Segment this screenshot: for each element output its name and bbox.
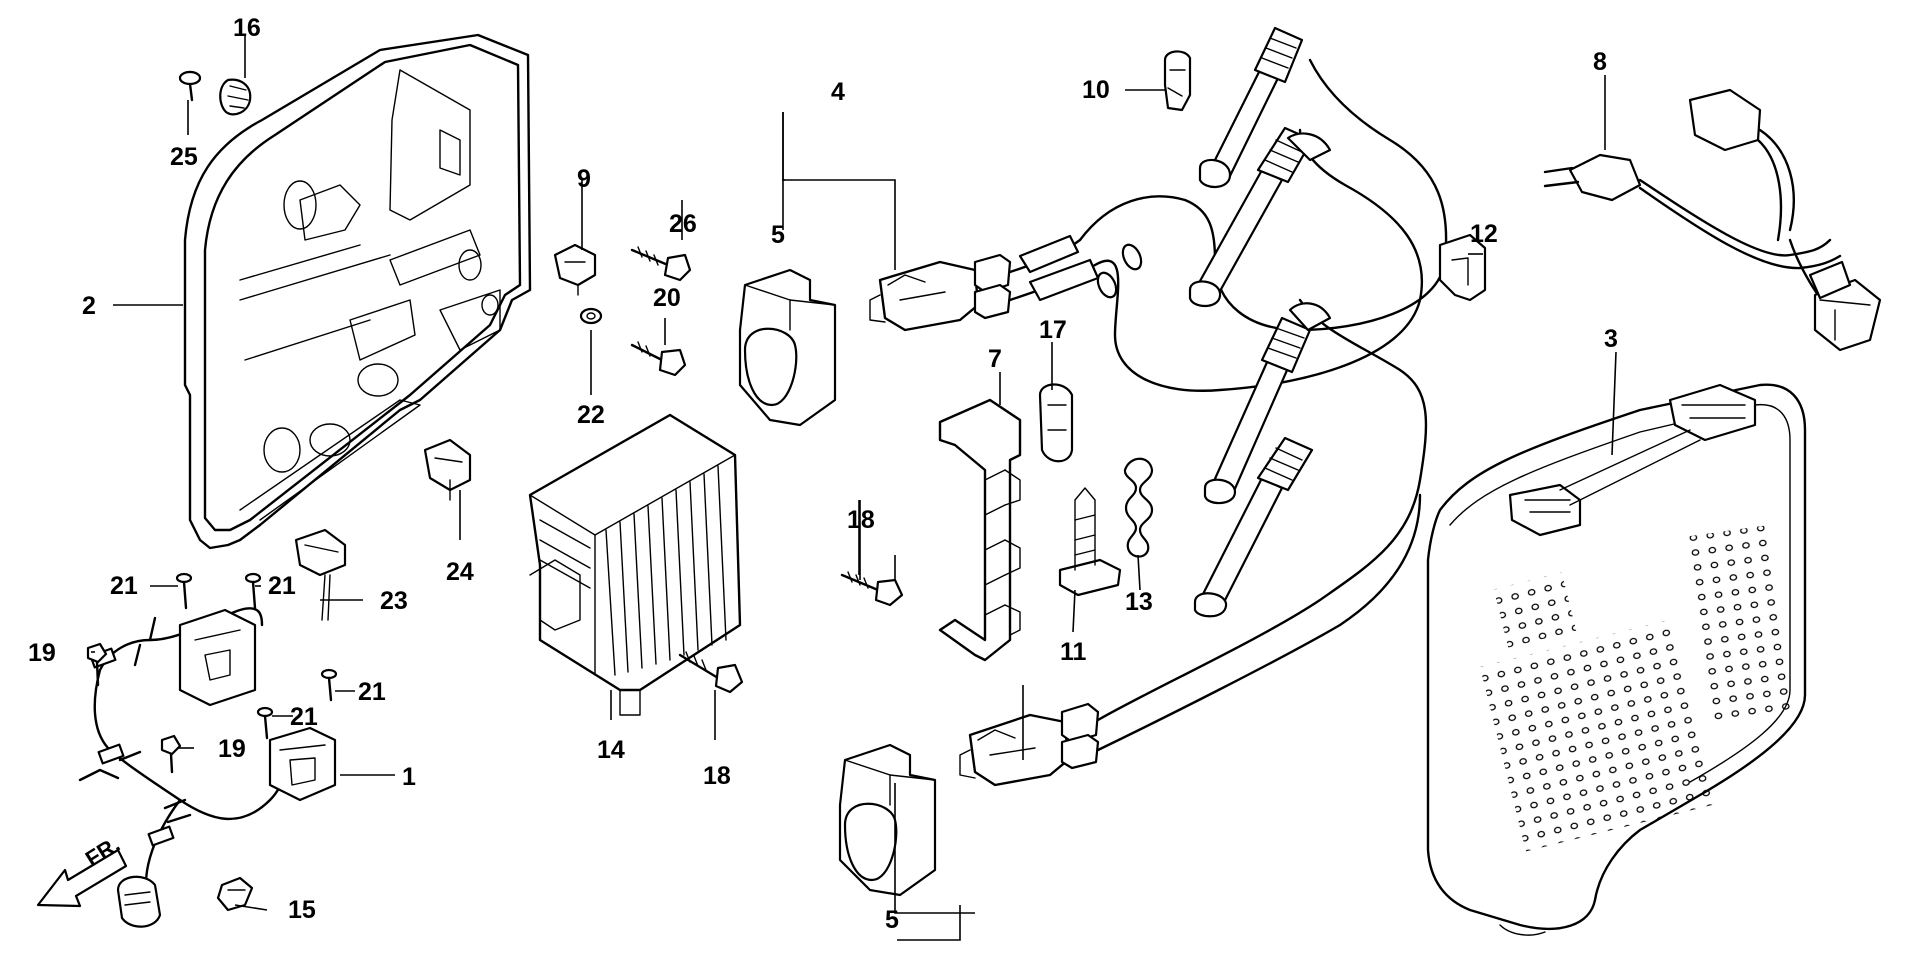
callout-19-left: 19 xyxy=(28,639,56,667)
ignition-coil-lower xyxy=(959,298,1428,787)
callout-20: 20 xyxy=(653,284,681,312)
screw-21-c xyxy=(320,668,338,702)
clamp-13 xyxy=(1123,457,1154,558)
spark-plug-boots-lower xyxy=(1193,302,1332,618)
sub-harness-assembly xyxy=(78,607,337,928)
callout-19-right: 19 xyxy=(218,735,246,763)
callout-1: 1 xyxy=(402,763,416,791)
callout-5-upper: 5 xyxy=(771,221,785,249)
screw-21-d xyxy=(256,706,274,740)
coil-holder-upper xyxy=(738,268,837,427)
ignition-coil-upper xyxy=(869,58,1448,392)
bolt-19-b xyxy=(160,734,182,774)
callout-7: 7 xyxy=(988,345,1002,373)
callout-23: 23 xyxy=(380,587,408,615)
bolt-20 xyxy=(630,341,687,377)
clip-17 xyxy=(1038,383,1074,463)
coil-holder-lower xyxy=(838,743,937,897)
screw-25 xyxy=(178,70,202,86)
clamp-23 xyxy=(294,528,347,621)
callout-24: 24 xyxy=(446,558,474,586)
callout-26: 26 xyxy=(669,210,697,238)
washer-22 xyxy=(579,307,603,325)
callout-labels: 1 2 3 4 5 5 7 8 9 10 11 12 13 14 15 16 1… xyxy=(28,14,1618,934)
screw-21-b xyxy=(244,572,262,610)
callout-15: 15 xyxy=(288,896,316,924)
callout-2: 2 xyxy=(82,292,96,320)
clip-12 xyxy=(1438,233,1487,302)
callout-3: 3 xyxy=(1604,325,1618,353)
callout-12: 12 xyxy=(1470,220,1498,248)
callout-25: 25 xyxy=(170,143,198,171)
callout-18-lower: 18 xyxy=(703,762,731,790)
clamp-24 xyxy=(423,438,472,501)
callout-21-c: 21 xyxy=(358,678,386,706)
callout-9: 9 xyxy=(577,165,591,193)
bolt-18-upper xyxy=(840,571,904,607)
callout-21-b: 21 xyxy=(268,572,296,600)
inverter-cover xyxy=(1426,383,1807,936)
clamp-11 xyxy=(1058,487,1122,597)
control-panel-frame xyxy=(183,33,532,550)
callout-10: 10 xyxy=(1082,76,1110,104)
callout-22: 22 xyxy=(577,401,605,429)
clip-9 xyxy=(553,243,597,296)
bolt-26 xyxy=(630,246,692,282)
wire-harness xyxy=(1543,88,1882,352)
spark-plug-boots-upper xyxy=(1188,26,1332,308)
callout-17: 17 xyxy=(1039,316,1067,344)
clip-15 xyxy=(216,876,254,912)
bolt-18-lower xyxy=(678,651,744,694)
screw-21-a xyxy=(175,572,193,610)
callout-5-lower: 5 xyxy=(885,906,899,934)
callout-14: 14 xyxy=(597,736,625,764)
callout-21-a: 21 xyxy=(110,572,138,600)
leader-lines xyxy=(91,35,1617,941)
callout-11: 11 xyxy=(1060,638,1087,666)
front-arrow-icon xyxy=(36,848,128,908)
bolt-19-a xyxy=(86,642,108,687)
callout-13: 13 xyxy=(1125,588,1153,616)
callout-16: 16 xyxy=(233,14,261,42)
wire-bracket xyxy=(938,398,1022,662)
callout-18-upper: 18 xyxy=(847,506,875,534)
callout-4: 4 xyxy=(831,78,845,106)
inverter-unit xyxy=(528,413,742,716)
callout-21-d: 21 xyxy=(290,703,318,731)
clip-10 xyxy=(1163,50,1192,112)
callout-8: 8 xyxy=(1593,48,1607,76)
